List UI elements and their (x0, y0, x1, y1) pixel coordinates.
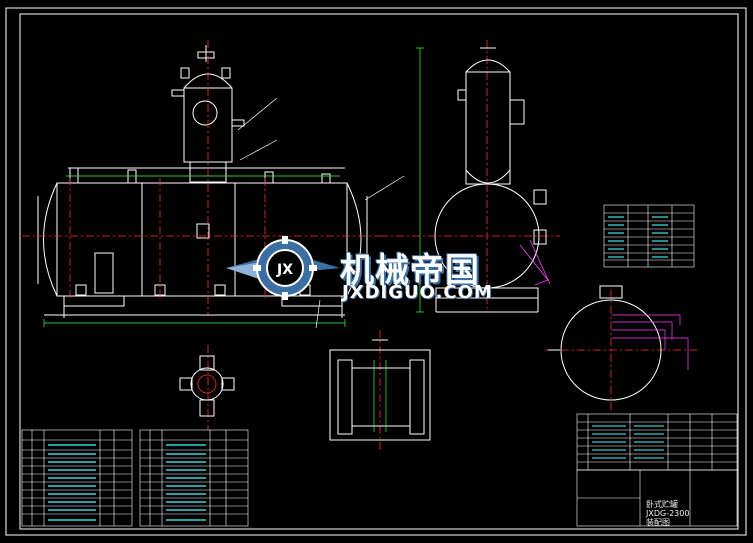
plan-view-circle (548, 285, 662, 401)
dome-front-view (171, 45, 245, 183)
dimensions (43, 47, 424, 327)
tech-data-table (603, 204, 695, 268)
flange-detail-view (179, 355, 235, 417)
title-block-text: 卧式贮罐 JXDG-2300 装配图 (646, 500, 689, 527)
vessel-front-view (37, 167, 368, 318)
nozzle-table-right (139, 429, 249, 527)
title-line-3: 装配图 (646, 518, 670, 527)
watermark-logo: JX (226, 236, 340, 300)
title-block (576, 469, 738, 527)
side-view-leaders (519, 239, 551, 286)
nozzle-table-left (21, 429, 133, 527)
detail-plate-view (329, 339, 431, 441)
table-cell-marks (48, 444, 206, 521)
watermark-brand-en: JXDIGUO.COM (342, 282, 493, 303)
plan-view-leaders (612, 314, 689, 370)
title-line-2: JXDG-2300 (646, 509, 690, 518)
watermark-brand-cn: 机械帝国 (340, 251, 480, 291)
vessel-side-view (434, 47, 547, 313)
leaders (237, 97, 405, 329)
title-line-1: 卧式贮罐 (646, 500, 678, 509)
detail-dims (373, 360, 387, 432)
logo-letters: JX (276, 262, 293, 278)
parts-list-table (576, 413, 738, 471)
sheet-frame-inner (19, 13, 739, 530)
sheet-frame-outer (5, 7, 747, 536)
